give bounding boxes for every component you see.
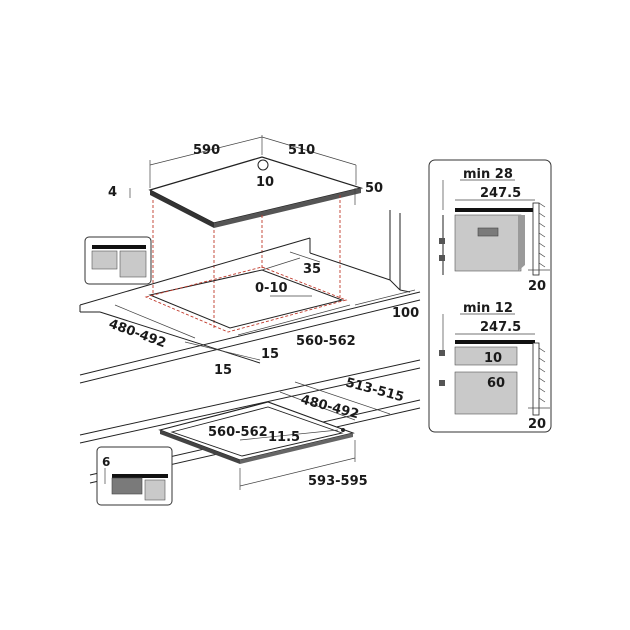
side-panel: min 28 247.5 20 min 12 [428,159,552,433]
countertop-cutout-view: 35 0-10 100 480-492 560-562 15 15 [79,210,421,384]
offset-label: 0-10 [255,281,288,296]
depth-label: 510 [288,143,315,158]
rebate-depth-label: 6 [102,455,110,469]
thickness-label: 4 [108,185,117,200]
outer-width-label: 593-595 [308,474,368,489]
flush-frame-inner [170,406,344,457]
cut-depth-label: 480-492 [107,317,168,352]
lower-wall-gap-label: 20 [528,417,546,432]
side-section-drawer: min 12 247.5 10 60 20 [439,301,550,432]
cutout-outline [148,269,344,329]
detail-icon-top [84,236,152,285]
hob-edge [150,190,214,228]
cutout-red-outline [144,266,348,333]
upper-depth-label: 247.5 [480,186,521,201]
side-section-oven: min 28 247.5 20 [439,167,550,294]
detail-icon-bottom: 6 [96,446,173,506]
flush-inner-width-label: 560-562 [208,425,268,440]
rebate-label: 11.5 [268,430,300,445]
front-margin-label: 15 [214,363,232,378]
width-label: 590 [193,143,220,158]
lower-depth-label: 247.5 [480,320,521,335]
hob-edge-right [214,188,361,228]
gap-label: 10 [484,351,502,366]
projection-lines [152,195,341,328]
inner-depth-label: 35 [303,262,321,277]
upper-wall-gap-label: 20 [528,279,546,294]
min-28-label: min 28 [463,167,513,182]
min-12-label: min 12 [463,301,513,316]
hob-surface [148,156,364,224]
counter-depth-label: 100 [392,306,419,321]
outer-depth-label: 513-515 [344,375,406,405]
hob-center-mark [257,159,269,171]
height-label: 50 [365,181,383,196]
center-label: 10 [256,175,274,190]
cut-width-label: 560-562 [296,334,356,349]
hob-top-view: 590 510 10 4 50 [108,135,383,228]
space-label: 60 [487,376,505,391]
left-margin-label: 15 [261,347,279,362]
